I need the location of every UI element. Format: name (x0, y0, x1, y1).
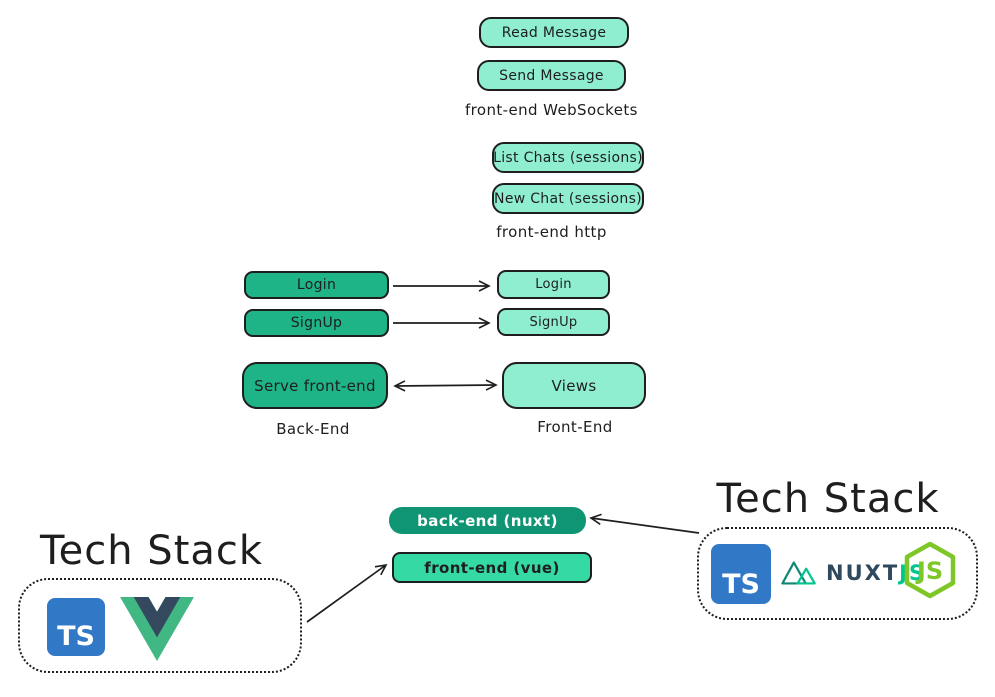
node-send-message: Send Message (477, 60, 626, 91)
tech-stack-left-title: Tech Stack (40, 528, 264, 574)
caption-frontend-http: front-end http (496, 223, 607, 241)
caption-frontend-websockets: front-end WebSockets (465, 101, 638, 119)
tech-stack-right-container (697, 527, 978, 620)
node-frontend-vue: front-end (vue) (392, 552, 592, 583)
node-list-chats: List Chats (sessions) (492, 142, 644, 173)
node-login-frontend: Login (497, 270, 610, 299)
typescript-icon-label: TS (722, 569, 760, 600)
node-backend-nuxt: back-end (nuxt) (389, 507, 586, 534)
typescript-icon: TS (711, 544, 771, 604)
nodejs-icon-label: JS (915, 557, 943, 585)
node-new-chat: New Chat (sessions) (492, 183, 644, 214)
vuejs-icon (120, 597, 194, 665)
arrow-rightstack-to-backend (589, 513, 700, 534)
node-signup-frontend: SignUp (497, 308, 610, 336)
node-read-message: Read Message (479, 17, 629, 48)
typescript-icon-label: TS (57, 621, 95, 652)
node-signup-backend: SignUp (244, 309, 389, 337)
arrow-serve-views-bidirectional (393, 379, 498, 392)
arrow-leftstack-to-frontend (306, 563, 388, 623)
tech-stack-left-container (18, 578, 302, 673)
node-views: Views (502, 362, 646, 409)
node-serve-frontend: Serve front-end (242, 362, 388, 409)
node-login-backend: Login (244, 271, 389, 299)
caption-front-end: Front-End (537, 418, 613, 436)
typescript-icon: TS (47, 598, 105, 656)
nuxt-mountains-icon (781, 561, 816, 585)
caption-back-end: Back-End (276, 420, 350, 438)
nodejs-icon: JS (903, 541, 957, 603)
tech-stack-right-title: Tech Stack (716, 476, 940, 522)
nuxt-wordmark-nuxt: NUXT (826, 560, 900, 585)
